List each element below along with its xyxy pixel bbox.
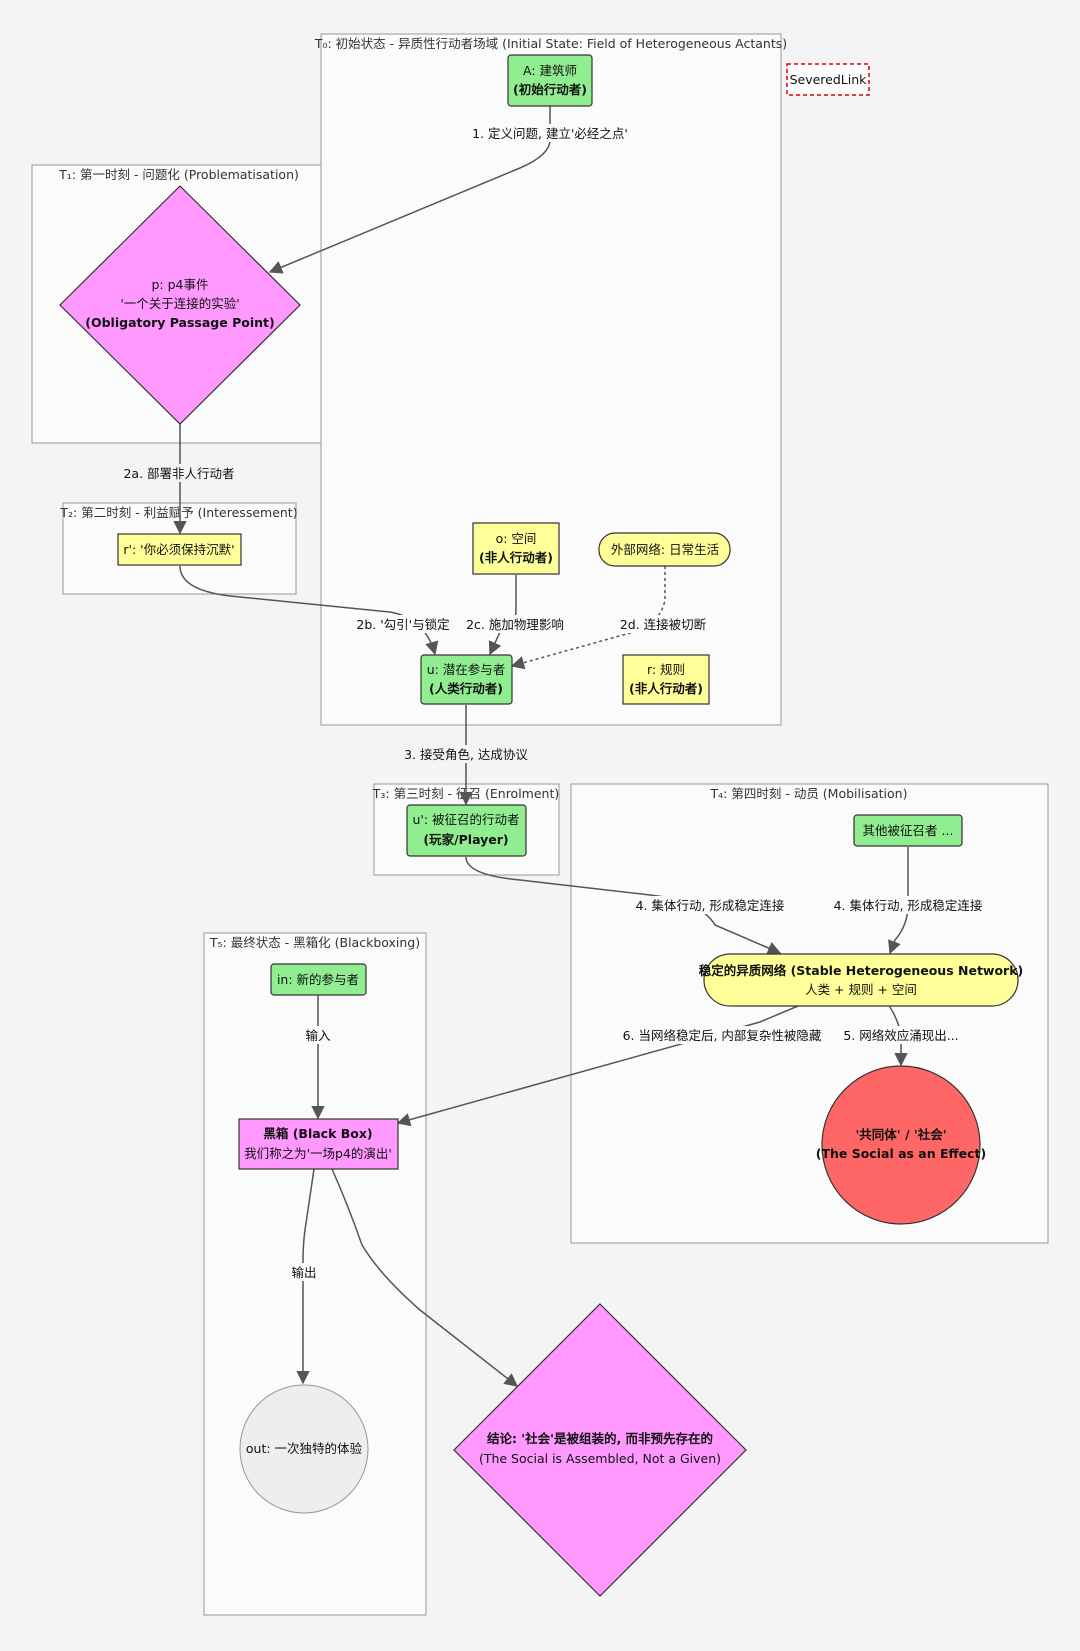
node-conclusion-diamond: 结论: '社会'是被组装的, 而非预先存在的 (The Social is As… [453,1303,747,1597]
node-others-line1: 其他被征召者 ... [863,823,954,838]
subgraph-t0: T₀: 初始状态 - 异质性行动者场域 (Initial State: Fiel… [314,33,787,726]
edge-label-input: 输入 [305,1028,331,1043]
node-enrolled-line1: u': 被征召的行动者 [412,812,519,827]
edge-label-3: 3. 接受角色, 达成协议 [404,747,528,762]
edge-label-2d: 2d. 连接被切断 [620,617,706,632]
edge-label-1: 1. 定义问题, 建立'必经之点' [472,126,628,141]
node-silence-rule: r': '你必须保持沉默' [117,533,242,566]
edge-label-4b: 4. 集体行动, 形成稳定连接 [834,898,983,913]
subgraph-t2-title: T₂: 第二时刻 - 利益赋予 (Interessement) [59,505,297,520]
node-rules-line2: (非人行动者) [629,681,703,696]
node-space-line2: (非人行动者) [479,550,553,565]
edge-blackbox-to-conclusion [331,1168,519,1387]
edge-label-2c: 2c. 施加物理影响 [466,617,564,632]
node-space-line1: o: 空间 [496,531,537,546]
node-rules: r: 规则 (非人行动者) [622,654,710,705]
subgraph-t5-title: T₅: 最终状态 - 黑箱化 (Blackboxing) [209,935,420,950]
edge-label-6: 6. 当网络稳定后, 内部复杂性被隐藏 [623,1028,822,1043]
subgraph-t4-title: T₄: 第四时刻 - 动员 (Mobilisation) [710,786,908,801]
edge-label-2b: 2b. '勾引'与锁定 [356,617,449,632]
node-experience-circle: out: 一次独特的体验 [239,1384,369,1514]
node-network-line1: 稳定的异质网络 (Stable Heterogeneous Network) [699,963,1024,978]
edge-enrolled-to-network [465,856,782,955]
node-opp-line3: (Obligatory Passage Point) [85,315,274,330]
edge-blackbox-to-experience [296,1168,315,1385]
node-space: o: 空间 (非人行动者) [472,522,560,575]
node-experience-line1: out: 一次独特的体验 [246,1441,363,1456]
node-rules-line1: r: 规则 [647,662,685,677]
node-social-circle: '共同体' / '社会' (The Social as an Effect) [816,1065,986,1225]
node-social-line2: (The Social as an Effect) [816,1146,986,1161]
node-newcomer-line1: in: 新的参与者 [277,972,359,987]
node-architect-line2: (初始行动者) [513,82,587,97]
node-conclusion-line2: (The Social is Assembled, Not a Given) [479,1451,721,1466]
node-opp-line2: '一个关于连接的实验' [120,296,239,311]
subgraph-t0-title: T₀: 初始状态 - 异质性行动者场域 (Initial State: Fiel… [314,36,787,51]
node-architect: A: 建筑师 (初始行动者) [507,54,593,107]
edge-label-output: 输出 [291,1265,316,1280]
node-blackbox-line1: 黑箱 (Black Box) [263,1126,372,1141]
edge-label-2a: 2a. 部署非人行动者 [123,466,234,481]
node-newcomer: in: 新的参与者 [270,963,367,996]
edge-label-5: 5. 网络效应涌现出... [843,1028,958,1043]
node-network-line2: 人类 + 规则 + 空间 [805,982,917,997]
node-conclusion-line1: 结论: '社会'是被组装的, 而非预先存在的 [487,1431,713,1446]
node-opp-diamond: p: p4事件 '一个关于连接的实验' (Obligatory Passage … [59,185,301,425]
severed-link-label: SeveredLink [790,72,868,87]
node-others: 其他被征召者 ... [853,814,963,847]
node-network: 稳定的异质网络 (Stable Heterogeneous Network) 人… [699,953,1024,1007]
severed-link-legend: SeveredLink [786,63,870,96]
node-enrolled-line2: (玩家/Player) [423,832,508,847]
subgraph-t1-title: T₁: 第一时刻 - 问题化 (Problematisation) [58,167,299,182]
node-enrolled: u': 被征召的行动者 (玩家/Player) [406,804,527,857]
edge-labels: 1. 定义问题, 建立'必经之点' 2a. 部署非人行动者 2b. '勾引'与锁… [116,124,988,1281]
edge-silence-rule-to-participant [179,565,439,656]
node-participant: u: 潜在参与者 (人类行动者) [420,654,513,705]
node-silence-rule-line1: r': '你必须保持沉默' [123,542,234,557]
node-participant-line2: (人类行动者) [429,681,503,696]
node-opp-line1: p: p4事件 [151,277,208,292]
node-external-line1: 外部网络: 日常生活 [611,542,719,557]
node-blackbox: 黑箱 (Black Box) 我们称之为'一场p4的演出' [238,1118,399,1170]
edge-label-4a: 4. 集体行动, 形成稳定连接 [636,898,785,913]
node-architect-line1: A: 建筑师 [523,63,577,78]
edge-network-to-blackbox [396,1005,799,1127]
node-external-network: 外部网络: 日常生活 [598,532,731,567]
node-social-line1: '共同体' / '社会' [855,1127,946,1142]
node-participant-line1: u: 潜在参与者 [427,662,506,677]
node-blackbox-line2: 我们称之为'一场p4的演出' [244,1146,392,1161]
subgraph-t4: T₄: 第四时刻 - 动员 (Mobilisation) [570,783,1049,1244]
